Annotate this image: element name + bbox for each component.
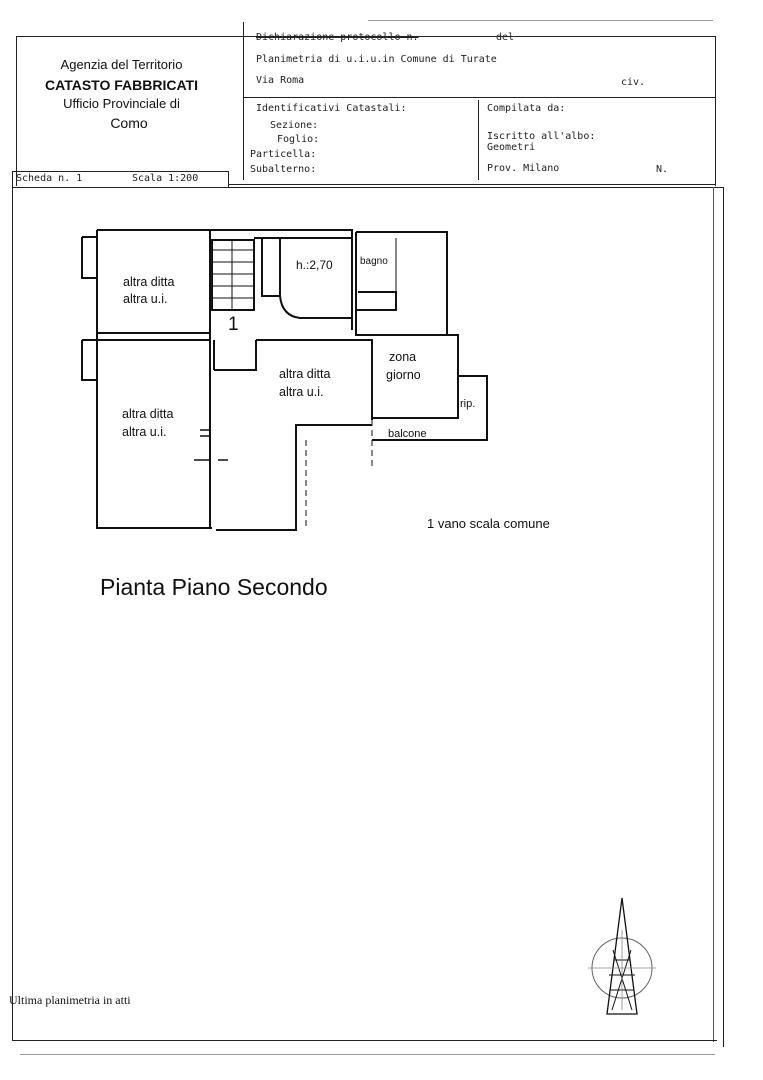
ufficio-provinciale: Ufficio Provinciale di xyxy=(63,96,180,111)
header-bottom-line xyxy=(228,184,716,185)
del-label: del xyxy=(496,32,515,43)
north-arrow-icon xyxy=(588,897,656,1015)
compilata-title: Compilata da: xyxy=(487,103,566,114)
dichiarazione-label: Dichiarazione protocollo n. xyxy=(256,32,419,43)
subalterno-label: Subalterno: xyxy=(250,164,317,175)
rip-label: rip. xyxy=(460,398,475,410)
main-frame-inner-right xyxy=(713,187,714,1042)
main-frame-right xyxy=(723,187,724,1047)
room-top-left-line1: altra ditta xyxy=(123,275,174,289)
footer-note: Ultima planimetria in atti xyxy=(9,993,131,1007)
plan-labels: altra ditta altra u.i. altra ditta altra… xyxy=(122,256,550,531)
header-frame-right xyxy=(715,36,716,186)
agency-name: Agenzia del Territorio xyxy=(60,57,183,72)
room-top-left-line2: altra u.i. xyxy=(123,292,167,306)
balcone-label: balcone xyxy=(388,428,427,440)
iscritto-label: Iscritto all'albo: xyxy=(487,131,596,142)
civ-label: civ. xyxy=(621,77,646,88)
header-vertical-divider xyxy=(243,22,244,180)
via-text: Via Roma xyxy=(256,75,305,86)
scala-label: Scala 1:200 xyxy=(132,173,199,184)
sezione-label: Sezione: xyxy=(270,120,319,131)
bagno-label: bagno xyxy=(360,256,388,267)
plan-walls xyxy=(81,229,488,531)
room-middle-line2: altra u.i. xyxy=(279,385,323,399)
header-frame-left xyxy=(16,36,17,186)
bottom-dashed-line xyxy=(20,1054,715,1055)
main-frame-left xyxy=(12,187,13,1040)
scheda-label: Scheda n. 1 xyxy=(16,173,83,184)
n-label: N. xyxy=(656,164,669,175)
foglio-label: Foglio: xyxy=(277,134,320,145)
header-row-divider xyxy=(243,97,716,98)
room-bottom-left-line1: altra ditta xyxy=(122,407,173,421)
height-label: h.:2,70 xyxy=(296,258,333,272)
particella-label: Particella: xyxy=(250,149,317,160)
vano-scala-note: 1 vano scala comune xyxy=(427,516,550,531)
header-col-divider xyxy=(478,100,479,180)
catasto-fabbricati: CATASTO FABBRICATI xyxy=(45,77,198,93)
prov-label: Prov. Milano xyxy=(487,163,560,174)
giorno-label: giorno xyxy=(386,368,421,382)
room-middle-line1: altra ditta xyxy=(279,367,330,381)
floor-title: Pianta Piano Secondo xyxy=(100,574,328,600)
zona-label: zona xyxy=(389,350,416,364)
geometri-label: Geometri xyxy=(487,142,536,153)
planimetria-text: Planimetria di u.i.u.in Comune di Turate xyxy=(256,54,497,65)
header-frame-top xyxy=(16,36,716,37)
room-bottom-left-line2: altra u.i. xyxy=(122,425,166,439)
main-frame-bottom xyxy=(12,1040,717,1041)
stair-number: 1 xyxy=(228,314,239,335)
top-dashed-line xyxy=(368,20,713,21)
identificativi-title: Identificativi Catastali: xyxy=(256,103,407,114)
ufficio-city: Como xyxy=(110,115,148,131)
main-frame-top xyxy=(12,187,724,188)
